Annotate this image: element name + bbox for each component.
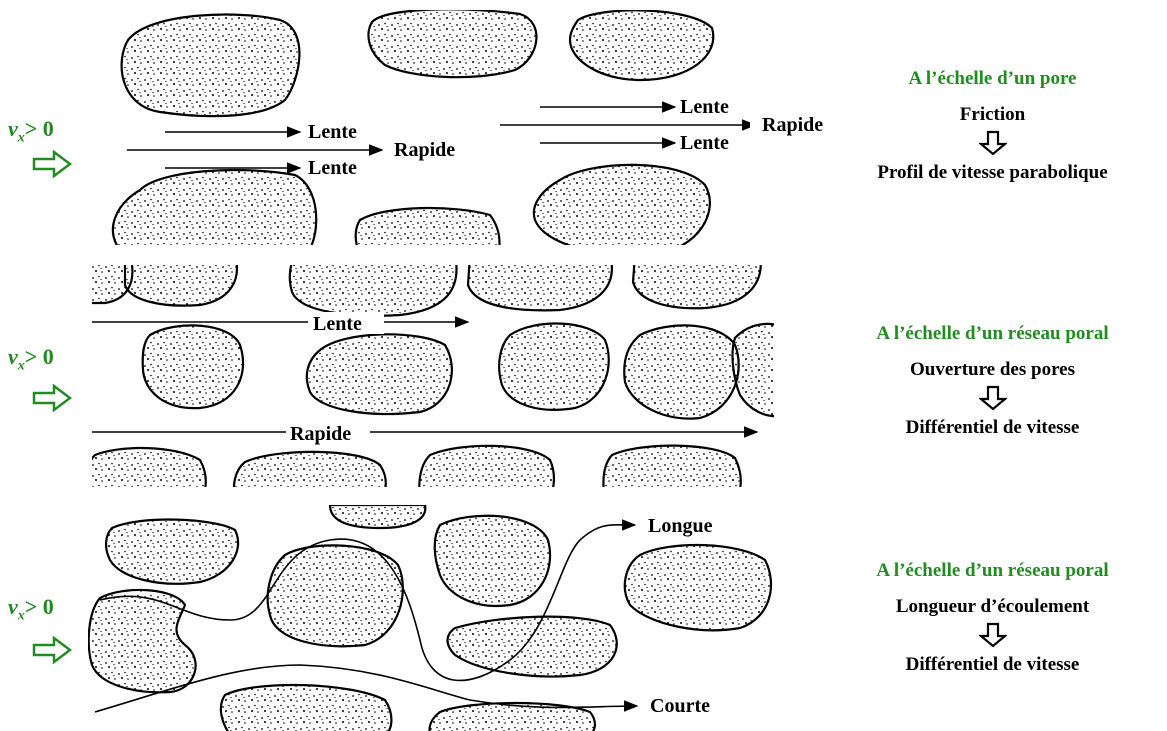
caption-panel-3: A l’échelle d’un réseau poral Longueur d… — [820, 558, 1165, 678]
caption-effect: Profil de vitesse parabolique — [820, 160, 1165, 186]
flow-arrow-icon — [32, 636, 72, 664]
caption-panel-1: A l’échelle d’un pore Friction Profil de… — [820, 66, 1165, 186]
grain — [85, 255, 785, 500]
flow-velocity-label-3: vx> 0 — [8, 594, 54, 624]
caption-title: A l’échelle d’un réseau poral — [820, 321, 1165, 347]
label-long-path: Longue — [648, 515, 713, 537]
grain — [113, 9, 713, 265]
panel-2-pore-network-opening — [85, 255, 785, 500]
down-arrow-icon — [979, 130, 1007, 156]
caption-panel-2: A l’échelle d’un réseau poral Ouverture … — [820, 321, 1165, 441]
caption-effect: Différentiel de vitesse — [820, 415, 1165, 441]
label-fast-left: Rapide — [394, 139, 455, 161]
label-short-path: Courte — [650, 695, 710, 717]
flow-arrow-icon — [32, 384, 72, 412]
caption-cause: Friction — [820, 102, 1165, 128]
panel-1-pore-scale — [113, 9, 755, 265]
caption-title: A l’échelle d’un réseau poral — [820, 558, 1165, 584]
caption-cause: Ouverture des pores — [820, 357, 1165, 383]
label-fast-channel: Rapide — [290, 423, 351, 445]
label-fast-right: Rapide — [762, 114, 823, 136]
label-slow-bottom-left: Lente — [308, 157, 357, 179]
flow-velocity-label-2: vx> 0 — [8, 344, 54, 374]
flow-velocity-label-1: vx> 0 — [8, 116, 54, 146]
label-slow-top-left: Lente — [308, 121, 357, 143]
label-slow-channel: Lente — [313, 313, 362, 335]
caption-effect: Différentiel de vitesse — [820, 652, 1165, 678]
flow-arrow-icon — [32, 150, 72, 178]
caption-title: A l’échelle d’un pore — [820, 66, 1165, 92]
label-slow-top-right: Lente — [680, 96, 729, 118]
down-arrow-icon — [979, 622, 1007, 648]
caption-cause: Longueur d’écoulement — [820, 594, 1165, 620]
label-slow-bottom-right: Lente — [680, 132, 729, 154]
down-arrow-icon — [979, 385, 1007, 411]
panel-1-labels: Lente Rapide Lente Lente Rapide Lente — [308, 96, 823, 179]
